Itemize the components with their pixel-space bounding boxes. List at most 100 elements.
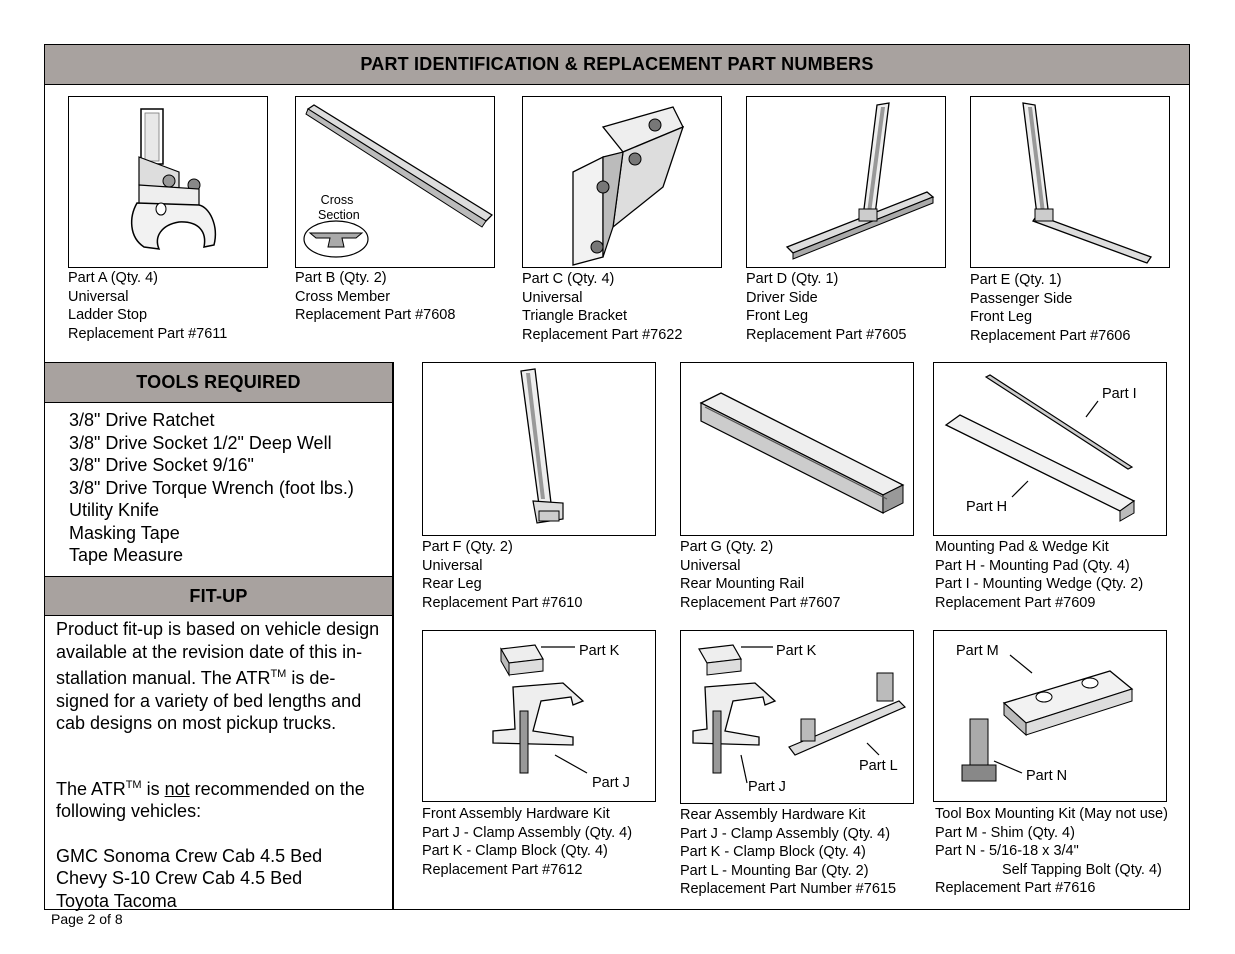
callout-part-j: Part J xyxy=(592,775,630,791)
fitup-line: following vehicles: xyxy=(56,801,202,821)
fitup-text: is xyxy=(141,778,165,799)
vehicle-item: GMC Sonoma Crew Cab 4.5 Bed xyxy=(56,845,323,866)
tool-item: 3/8" Drive Socket 9/16" xyxy=(69,455,254,475)
part-a-line: Part A (Qty. 4) xyxy=(68,270,158,286)
part-hi-line: Mounting Pad & Wedge Kit xyxy=(935,539,1109,555)
front-kit-caption: Front Assembly Hardware Kit Part J - Cla… xyxy=(422,805,632,879)
rear-kit-image: Part K Part J Part L xyxy=(680,630,914,804)
rear-kit-line: Rear Assembly Hardware Kit xyxy=(680,807,866,823)
front-kit-line: Front Assembly Hardware Kit xyxy=(422,806,610,822)
part-e-line: Part E (Qty. 1) xyxy=(970,272,1062,288)
part-a-line: Ladder Stop xyxy=(68,307,148,323)
part-f-line: Replacement Part #7610 xyxy=(422,594,583,611)
part-b-caption: Part B (Qty. 2) Cross Member Replacement… xyxy=(295,269,455,325)
tools-list: 3/8" Drive Ratchet 3/8" Drive Socket 1/2… xyxy=(69,409,354,567)
vehicle-item: Toyota Tacoma xyxy=(56,890,177,911)
front-kit-line: Replacement Part #7612 xyxy=(422,861,583,878)
fitup-line: available at the revision date of this i… xyxy=(56,641,363,662)
part-a-image xyxy=(68,96,268,268)
part-g-line: Part G (Qty. 2) xyxy=(680,539,774,555)
callout-part-h: Part H xyxy=(966,499,1008,515)
tool-item: Tape Measure xyxy=(69,545,184,565)
part-f-caption: Part F (Qty. 2) Universal Rear Leg Repla… xyxy=(422,538,582,612)
toolbox-kit-line: Part M - Shim (Qty. 4) xyxy=(935,824,1075,841)
part-c-line: Replacement Part #7622 xyxy=(522,326,683,343)
part-e-line: Passenger Side xyxy=(970,290,1073,307)
fitup-body: Product fit-up is based on vehicle desig… xyxy=(56,618,379,912)
part-c-image xyxy=(522,96,722,268)
cross-section-line: Section xyxy=(318,208,360,222)
trademark-mark: TM xyxy=(270,668,287,680)
part-g-caption: Part G (Qty. 2) Universal Rear Mounting … xyxy=(680,538,840,612)
fitup-spacer xyxy=(56,823,379,845)
callout-part-n: Part N xyxy=(1026,768,1068,784)
part-c-line: Triangle Bracket xyxy=(522,308,628,324)
page-frame xyxy=(44,44,1190,910)
callout-part-i: Part I xyxy=(1102,386,1137,402)
page-title-text: PART IDENTIFICATION & REPLACEMENT PART N… xyxy=(360,54,874,74)
tool-item: 3/8" Drive Socket 1/2" Deep Well xyxy=(69,432,332,453)
trademark-mark: TM xyxy=(125,778,142,791)
tools-top-line xyxy=(44,362,393,364)
front-kit-line: Part K - Clamp Block (Qty. 4) xyxy=(422,843,608,859)
fitup-line: signed for a variety of bed lengths and xyxy=(56,690,362,711)
part-f-line: Universal xyxy=(422,557,483,574)
part-g-line: Replacement Part #7607 xyxy=(680,594,841,611)
part-e-line: Front Leg xyxy=(970,309,1033,325)
part-b-line: Part B (Qty. 2) xyxy=(295,270,387,286)
part-hi-line: Replacement Part #7609 xyxy=(935,594,1096,611)
callout-part-k: Part K xyxy=(579,643,620,659)
part-e-image xyxy=(970,96,1170,268)
fitup-line: stallation manual. The ATRTM is de- xyxy=(56,663,379,690)
rear-kit-line: Replacement Part Number #7615 xyxy=(680,881,897,897)
left-column-divider xyxy=(392,362,394,910)
toolbox-kit-line: Part N - 5/16-18 x 3/4" xyxy=(935,843,1079,859)
fitup-text: is de- xyxy=(286,668,336,688)
fitup-not: not xyxy=(164,778,190,799)
part-hi-line: Part I - Mounting Wedge (Qty. 2) xyxy=(935,576,1144,592)
tool-item: Utility Knife xyxy=(69,500,160,520)
fitup-line: Product fit-up is based on vehicle desig… xyxy=(56,619,380,639)
cross-section-label: Cross Section xyxy=(318,193,360,223)
fitup-title: FIT-UP xyxy=(45,576,392,616)
fitup-line: The ATRTM is not recommended on the xyxy=(56,774,379,801)
toolbox-kit-line: Replacement Part #7616 xyxy=(935,880,1096,896)
part-d-line: Part D (Qty. 1) xyxy=(746,271,839,287)
page-title: PART IDENTIFICATION & REPLACEMENT PART N… xyxy=(45,45,1189,85)
part-c-caption: Part C (Qty. 4) Universal Triangle Brack… xyxy=(522,270,682,344)
rear-kit-line: Part J - Clamp Assembly (Qty. 4) xyxy=(680,825,891,842)
part-hi-caption: Mounting Pad & Wedge Kit Part H - Mounti… xyxy=(935,538,1143,612)
part-a-line: Replacement Part #7611 xyxy=(68,325,228,342)
callout-part-k: Part K xyxy=(776,643,817,659)
page-number: Page 2 of 8 xyxy=(51,911,123,927)
part-c-line: Part C (Qty. 4) xyxy=(522,271,615,287)
part-g-line: Rear Mounting Rail xyxy=(680,576,805,592)
part-c-line: Universal xyxy=(522,289,583,306)
part-e-line: Replacement Part #7606 xyxy=(970,327,1131,344)
part-d-caption: Part D (Qty. 1) Driver Side Front Leg Re… xyxy=(746,270,906,344)
rear-kit-caption: Rear Assembly Hardware Kit Part J - Clam… xyxy=(680,806,896,899)
part-f-line: Rear Leg xyxy=(422,576,482,592)
fitup-line: cab designs on most pickup trucks. xyxy=(56,713,337,733)
vehicle-item: Chevy S-10 Crew Cab 4.5 Bed xyxy=(56,868,303,888)
tools-title-text: TOOLS REQUIRED xyxy=(136,372,301,392)
tools-title: TOOLS REQUIRED xyxy=(45,363,392,403)
fitup-spacer xyxy=(56,735,379,774)
fitup-text: The ATR xyxy=(56,778,126,799)
toolbox-kit-line: Self Tapping Bolt (Qty. 4) xyxy=(1002,861,1162,878)
part-g-image xyxy=(680,362,914,536)
part-hi-image: Part I Part H xyxy=(933,362,1167,536)
part-d-image xyxy=(746,96,946,268)
front-kit-image: Part K Part J xyxy=(422,630,656,802)
fitup-title-text: FIT-UP xyxy=(189,585,248,606)
fitup-text: stallation manual. The ATR xyxy=(56,668,271,688)
rear-kit-line: Part L - Mounting Bar (Qty. 2) xyxy=(680,862,869,879)
tool-item: 3/8" Drive Torque Wrench (foot lbs.) xyxy=(69,477,354,498)
part-d-line: Driver Side xyxy=(746,289,818,306)
part-b-image: Cross Section xyxy=(295,96,495,268)
part-f-image xyxy=(422,362,656,536)
callout-part-l: Part L xyxy=(859,758,898,774)
tool-item: Masking Tape xyxy=(69,522,180,543)
callout-part-j: Part J xyxy=(748,779,786,795)
cross-section-line: Cross xyxy=(320,193,354,207)
